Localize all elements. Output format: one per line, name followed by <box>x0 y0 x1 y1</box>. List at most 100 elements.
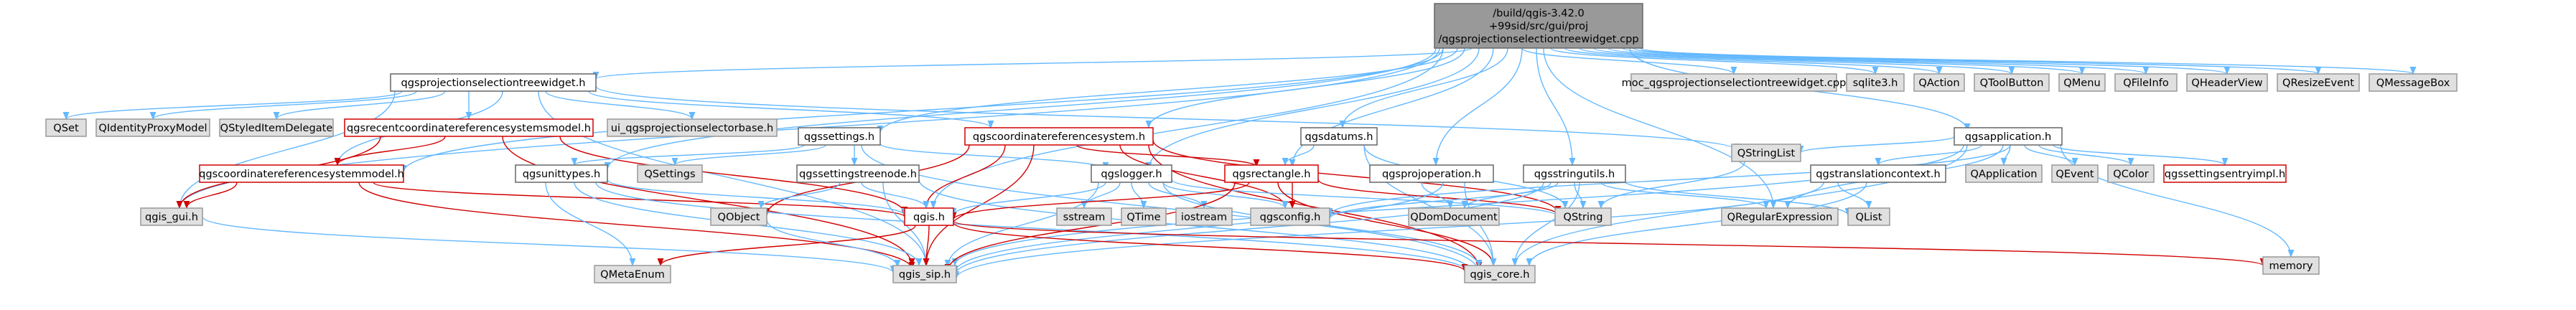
include-edge <box>1148 182 1208 210</box>
node-qevent[interactable]: QEvent <box>2051 164 2099 183</box>
include-edge <box>1152 139 1562 215</box>
node-qgscrsmodel-h[interactable]: qgscoordinatereferencesystemmodel.h <box>199 164 404 183</box>
include-edge <box>373 182 908 218</box>
include-edge <box>1797 136 1955 154</box>
node-label: qgslogger.h <box>1101 168 1162 180</box>
include-edge <box>334 136 446 166</box>
include-edge <box>1171 179 1562 218</box>
node-qheaderview[interactable]: QHeaderView <box>2186 73 2268 92</box>
node-sqlite3-h[interactable]: sqlite3.h <box>1846 73 1905 92</box>
root-line-3: /qgsprojectionselectiontreewidget.cpp <box>1438 33 1638 45</box>
node-qgsunittypes-h[interactable]: qgsunittypes.h <box>515 164 608 183</box>
node-recentcrsmodel-h[interactable]: qgsrecentcoordinatereferencesystemsmodel… <box>344 118 594 137</box>
node-qidentityproxymodel[interactable]: QIdentityProxyModel <box>95 118 210 137</box>
node-label: QStringList <box>1737 147 1796 159</box>
include-edge <box>1282 144 1315 166</box>
include-edge <box>1536 47 1576 166</box>
node-qgscrs-h[interactable]: qgscoordinatereferencesystem.h <box>964 127 1154 146</box>
include-edge <box>671 144 826 166</box>
node-sstream[interactable]: sstream <box>1056 207 1112 226</box>
node-label: QSet <box>53 122 79 134</box>
node-projectionselectiontreewidget-h[interactable]: qgsprojectionselectiontreewidget.h <box>390 73 597 92</box>
node-qstringlist[interactable]: QStringList <box>1731 144 1801 162</box>
include-nodes: /build/qgis-3.42.0 +99sid/src/gui/proj /… <box>45 3 2458 283</box>
node-label: moc_qgsprojectionselectiontreewidget.cpp <box>1622 77 1847 89</box>
node-qgis-gui-h[interactable]: qgis_gui.h <box>140 207 203 226</box>
node-qcolor[interactable]: QColor <box>2107 164 2155 183</box>
node-qtime[interactable]: QTime <box>1121 207 1167 226</box>
node-qstring[interactable]: QString <box>1554 207 1612 226</box>
include-edge <box>1076 144 1260 168</box>
include-edge <box>2000 144 2011 166</box>
node-label: ui_qgsprojectionselectorbase.h <box>611 122 774 134</box>
node-settingsentryimpl-h[interactable]: qgssettingsentryimpl.h <box>2163 164 2287 183</box>
node-qset[interactable]: QSet <box>45 118 87 137</box>
include-edge <box>1317 179 1562 217</box>
include-edge <box>2038 144 2134 166</box>
node-qmenu[interactable]: QMenu <box>2058 73 2106 92</box>
include-edge <box>358 182 915 271</box>
node-ui-projectionselectorbase-h[interactable]: ui_qgsprojectionselectorbase.h <box>607 118 778 137</box>
node-qtoolbutton[interactable]: QToolButton <box>1974 73 2050 92</box>
include-edge <box>1597 161 1745 210</box>
include-edge <box>545 182 636 267</box>
node-qsettings[interactable]: QSettings <box>637 164 703 183</box>
node-qresizeevent[interactable]: QResizeEvent <box>2277 73 2360 92</box>
node-label: qgsrecentcoordinatereferencesystemsmodel… <box>347 122 591 134</box>
include-edge <box>1593 47 2086 75</box>
node-qgsstringutils-h[interactable]: qgsstringutils.h <box>1523 164 1626 183</box>
node-label: QMessageBox <box>2376 77 2450 89</box>
node-qapplication[interactable]: QApplication <box>1965 164 2043 183</box>
node-qfileinfo[interactable]: QFileInfo <box>2114 73 2178 92</box>
node-qgsapplication-h[interactable]: qgsapplication.h <box>1954 127 2063 146</box>
node-label: qgsconfig.h <box>1260 211 1321 223</box>
node-moc-cpp[interactable]: moc_qgsprojectionselectiontreewidget.cpp <box>1622 73 1847 92</box>
node-root-file[interactable]: /build/qgis-3.42.0 +99sid/src/gui/proj /… <box>1434 3 1643 49</box>
node-qmessagebox[interactable]: QMessageBox <box>2369 73 2458 92</box>
node-qgsrectangle-h[interactable]: qgsrectangle.h <box>1224 164 1319 183</box>
node-label: qgssettingstreenode.h <box>799 168 917 180</box>
node-label: QSettings <box>644 168 695 180</box>
node-qaction[interactable]: QAction <box>1913 73 1965 92</box>
node-label: qgis.h <box>913 211 945 223</box>
node-iostream[interactable]: iostream <box>1175 207 1233 226</box>
node-qgsprojoperation-h[interactable]: qgsprojoperation.h <box>1369 164 1494 183</box>
include-edge <box>400 47 1444 174</box>
node-qgis-core-h[interactable]: qgis_core.h <box>1464 265 1536 283</box>
node-settingstreenode-h[interactable]: qgssettingstreenode.h <box>796 164 920 183</box>
node-label: memory <box>2269 260 2313 272</box>
node-label: qgsunittypes.h <box>523 168 601 180</box>
include-edge <box>1081 182 1121 210</box>
node-qgsdatums-h[interactable]: qgsdatums.h <box>1300 127 1378 146</box>
include-edge <box>1574 182 1587 210</box>
include-edge <box>1564 47 1943 75</box>
node-qgis-h[interactable]: qgis.h <box>904 207 954 226</box>
node-qobject[interactable]: QObject <box>710 207 767 226</box>
node-label: qgstranslationcontext.h <box>1816 168 1941 180</box>
node-qdomdocument[interactable]: QDomDocument <box>1408 207 1500 226</box>
node-label: QColor <box>2113 168 2149 180</box>
node-label: QIdentityProxyModel <box>98 122 207 134</box>
node-qgis-sip-h[interactable]: qgis_sip.h <box>892 265 957 283</box>
include-edge <box>944 182 1236 273</box>
node-translationcontext-h[interactable]: qgstranslationcontext.h <box>1810 164 1946 183</box>
node-qgssettings-h[interactable]: qgssettings.h <box>798 127 881 146</box>
node-qgsconfig-h[interactable]: qgsconfig.h <box>1250 207 1330 226</box>
include-edge <box>1607 47 2150 75</box>
node-memory[interactable]: memory <box>2262 256 2320 275</box>
include-edge <box>1326 182 1559 220</box>
node-qgslogger-h[interactable]: qgslogger.h <box>1091 164 1172 183</box>
node-qstyleditemdelegate[interactable]: QStyledItemDelegate <box>219 118 334 137</box>
node-label: QFileInfo <box>2123 77 2169 89</box>
node-qlist[interactable]: QList <box>1847 207 1890 226</box>
node-label: sqlite3.h <box>1853 77 1898 89</box>
node-label: QResizeEvent <box>2282 77 2354 89</box>
node-qmetaenum[interactable]: QMetaEnum <box>594 265 671 283</box>
include-edge <box>944 182 1099 268</box>
include-edge <box>766 219 901 268</box>
include-edge <box>1119 144 1289 210</box>
include-edge <box>593 47 1473 80</box>
node-qregularexpression[interactable]: QRegularExpression <box>1721 207 1839 226</box>
include-edge <box>1579 47 2015 75</box>
include-edge <box>950 182 1106 217</box>
